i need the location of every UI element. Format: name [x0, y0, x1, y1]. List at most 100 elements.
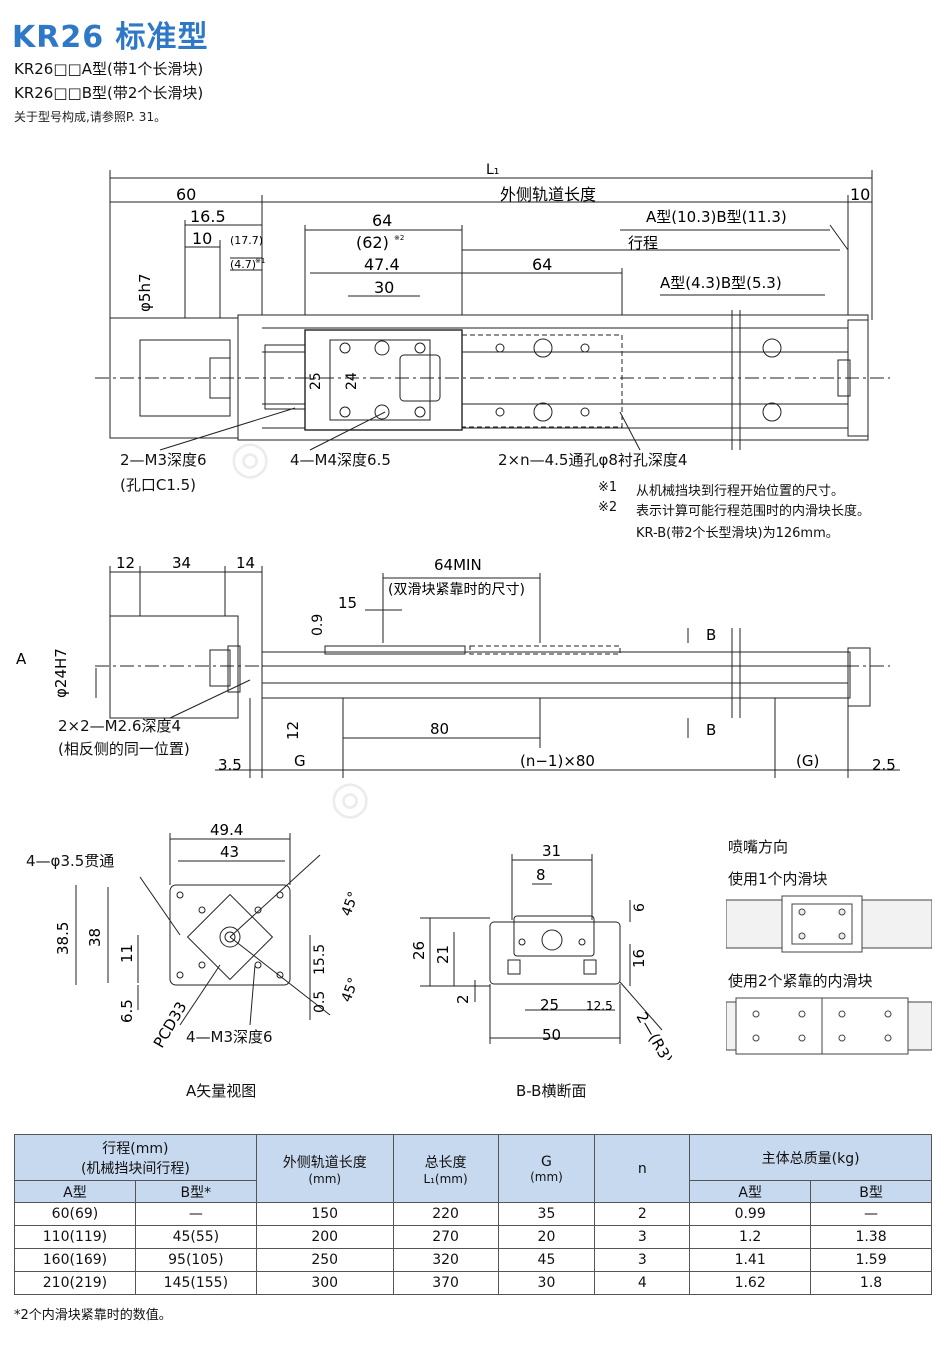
table-footnote: *2个内滑块紧靠时的数值。: [14, 1308, 172, 1323]
cell: 4: [594, 1271, 691, 1295]
note1-text: 从机械挡块到行程开始位置的尺寸。: [636, 484, 845, 499]
table-row: 160(169) 95(105) 250 320 45 3 1.41 1.59: [14, 1248, 932, 1272]
dim-26: 26: [410, 941, 428, 960]
cell: —: [810, 1202, 932, 1226]
header-n: n: [594, 1134, 691, 1203]
header-g-unit: (mm): [530, 1169, 563, 1184]
header-stroke-label: 行程(mm): [102, 1140, 169, 1157]
reference-note: 关于型号构成,请参照P. 31。: [14, 110, 167, 124]
header-rail: 外侧轨道长度 (mm): [255, 1134, 394, 1203]
angle-45-bottom: 45°: [339, 976, 363, 1005]
header-stroke: 行程(mm) (机械挡块间行程): [14, 1134, 257, 1181]
note2-text: 表示计算可能行程范围时的内滑块长度。: [636, 504, 871, 519]
dim-0-5: 0.5: [312, 991, 328, 1013]
cell: 0.99: [689, 1202, 812, 1226]
a-view-m3: 4—M3深度6: [186, 1028, 273, 1046]
callout-m3-sub: (孔口C1.5): [120, 476, 197, 494]
cell: 110(119): [14, 1225, 136, 1249]
cell: 220: [392, 1202, 499, 1226]
dim-type-ab-1: A型(10.3)B型(11.3): [646, 208, 787, 226]
dim-64-mid: 64: [532, 255, 552, 274]
dim-43: 43: [220, 843, 239, 861]
header-total-label: 总长度: [424, 1154, 467, 1171]
dim-0-9: 0.9: [310, 614, 326, 636]
table-row: 60(69) — 150 220 35 2 0.99 —: [14, 1202, 932, 1226]
dim-pcd33: PCD33: [150, 999, 191, 1051]
dim-r3: 2—(R3): [633, 1009, 677, 1060]
dim-11: 11: [118, 944, 136, 963]
cell: 1.2: [689, 1225, 812, 1249]
header-g: G (mm): [497, 1134, 596, 1203]
dim-12-b: 12: [284, 721, 302, 740]
cell: 150: [255, 1202, 394, 1226]
note2-mark: ※2: [598, 500, 618, 515]
dim-62: (62): [356, 233, 389, 252]
cell: 95(105): [134, 1248, 257, 1272]
dim-16-5: 16.5: [190, 207, 226, 226]
view-a-mark: A: [16, 650, 27, 668]
dim-12: 12: [116, 554, 135, 572]
header-total: 总长度 L₁(mm): [392, 1134, 499, 1203]
cell: 1.8: [810, 1271, 932, 1295]
top-view-drawing: L₁ 60 外侧轨道长度 10 16.5 10 (17.7) (4.7) ※1 …: [95, 162, 890, 451]
header-type-b: B型*: [134, 1180, 257, 1203]
table-row: 110(119) 45(55) 200 270 20 3 1.2 1.38: [14, 1225, 932, 1249]
cell: 250: [255, 1248, 394, 1272]
star1-mark: ※1: [255, 257, 265, 265]
dim-G2: (G): [796, 752, 819, 770]
dim-25: 25: [308, 372, 324, 390]
cell: 1.41: [689, 1248, 812, 1272]
dim-10-right: 10: [850, 185, 870, 204]
dim-2: 2: [454, 994, 472, 1004]
cell: 200: [255, 1225, 394, 1249]
a-view-drawing: 49.4 43 38.5 38 11 6.5 15.5 0.5 45° 45° …: [54, 821, 363, 1051]
dim-34: 34: [172, 554, 191, 572]
header-mass-a: A型: [689, 1180, 812, 1203]
b-section-caption: B-B横断面: [516, 1082, 587, 1100]
header-rail-label: 外侧轨道长度: [282, 1154, 367, 1171]
section-b-bottom: B: [706, 721, 716, 739]
dim-6-5: 6.5: [118, 999, 136, 1023]
dim-49-4: 49.4: [210, 821, 243, 839]
dim-2-5: 2.5: [872, 756, 896, 774]
cell: 1.59: [810, 1248, 932, 1272]
cell: 320: [392, 1248, 499, 1272]
cell: 210(219): [14, 1271, 136, 1295]
dim-4-7: (4.7): [230, 258, 256, 271]
callout-m4: 4—M4深度6.5: [290, 451, 391, 469]
dim-64min: 64MIN: [434, 556, 482, 574]
dim-31: 31: [542, 842, 561, 860]
dim-64min-sub: (双滑块紧靠时的尺寸): [388, 581, 525, 598]
dim-30: 30: [374, 278, 394, 297]
cell: 2: [594, 1202, 691, 1226]
watermark-logo-2: ◎: [330, 770, 371, 824]
star2-mark: ※2: [394, 234, 404, 242]
header-g-label: G: [541, 1153, 552, 1170]
dim-21: 21: [434, 945, 452, 964]
dim-24: 24: [344, 372, 360, 390]
dim-14: 14: [236, 554, 255, 572]
b-section-drawing: 31 8 6 26 21 16 2 25 12.5 2—(R3) 50: [410, 842, 677, 1060]
cell: 60(69): [14, 1202, 136, 1226]
cell: 270: [392, 1225, 499, 1249]
page-title: KR26 标准型: [12, 20, 209, 55]
header-total-unit: L₁(mm): [423, 1171, 468, 1186]
header-stroke-sub: (机械挡块间行程): [80, 1160, 190, 1177]
header-rail-unit: (mm): [308, 1171, 342, 1186]
cell: 3: [594, 1248, 691, 1272]
callout-m3: 2—M3深度6: [120, 451, 207, 469]
dim-16: 16: [630, 949, 648, 968]
note1-mark: ※1: [598, 480, 618, 495]
cell: 160(169): [14, 1248, 136, 1272]
cell: 3: [594, 1225, 691, 1249]
header-type-a: A型: [14, 1180, 136, 1203]
dim-8: 8: [536, 866, 546, 884]
spec-table: 行程(mm) (机械挡块间行程) 外侧轨道长度 (mm) 总长度 L₁(mm) …: [14, 1134, 932, 1295]
callout-m26: 2×2—M2.6深度4: [58, 717, 181, 735]
a-view-caption: A矢量视图: [186, 1082, 257, 1100]
model-line-a: KR26□□A型(带1个长滑块): [14, 60, 204, 78]
table-row: 210(219) 145(155) 300 370 30 4 1.62 1.8: [14, 1271, 932, 1295]
dim-47-4: 47.4: [364, 255, 400, 274]
nozzle-one-label: 使用1个内滑块: [728, 870, 828, 888]
dim-3-5: 3.5: [218, 756, 242, 774]
